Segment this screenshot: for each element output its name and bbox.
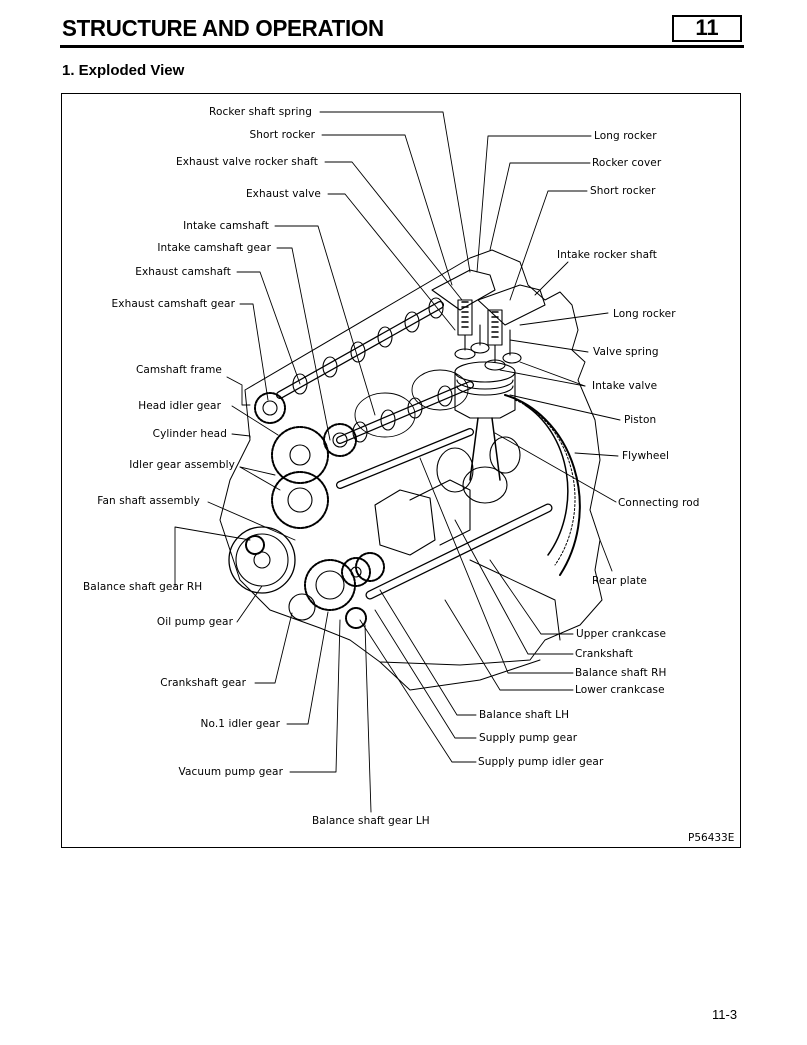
section-heading: 1. Exploded View — [62, 62, 185, 79]
label-exhaust-valve-rocker-shaft: Exhaust valve rocker shaft — [176, 156, 318, 168]
label-crankshaft: Crankshaft — [575, 648, 634, 660]
crankshaft-drawing — [374, 436, 521, 556]
balance-shafts-drawing — [336, 428, 553, 600]
gear-train-drawing — [228, 392, 385, 629]
label-rocker-cover: Rocker cover — [592, 157, 662, 169]
page-number: 11-3 — [712, 1007, 738, 1022]
label-short-rocker-left: Short rocker — [249, 129, 315, 141]
label-short-rocker-right: Short rocker — [590, 185, 656, 197]
label-supply-pump-idler-gear: Supply pump idler gear — [478, 756, 604, 768]
leader-lines — [174, 111, 621, 813]
label-cylinder-head: Cylinder head — [152, 428, 227, 440]
label-lower-crankcase: Lower crankcase — [575, 684, 665, 696]
label-supply-pump-gear: Supply pump gear — [479, 732, 578, 744]
label-no1-idler-gear: No.1 idler gear — [200, 718, 280, 730]
label-long-rocker: Long rocker — [613, 308, 676, 320]
label-long-rocker-top: Long rocker — [594, 130, 657, 142]
label-upper-crankcase: Upper crankcase — [576, 628, 667, 640]
label-camshaft-frame: Camshaft frame — [135, 364, 222, 376]
label-rocker-shaft-spring: Rocker shaft spring — [209, 106, 312, 118]
intake-camshaft-drawing — [336, 369, 474, 444]
label-connecting-rod: Connecting rod — [618, 497, 700, 509]
label-head-idler-gear: Head idler gear — [138, 400, 221, 412]
label-intake-camshaft-gear: Intake camshaft gear — [157, 242, 271, 254]
label-balance-shaft-gear-rh: Balance shaft gear RH — [83, 581, 203, 593]
label-valve-spring: Valve spring — [593, 346, 659, 358]
label-crankshaft-gear: Crankshaft gear — [160, 677, 246, 689]
label-balance-shaft-lh: Balance shaft LH — [479, 709, 570, 721]
label-exhaust-valve: Exhaust valve — [245, 188, 321, 200]
chapter-number-box: 11 — [672, 15, 742, 42]
label-flywheel: Flywheel — [622, 450, 670, 462]
label-intake-rocker-shaft: Intake rocker shaft — [557, 249, 657, 261]
piston-drawing — [454, 361, 516, 504]
label-idler-gear-assembly: Idler gear assembly — [129, 459, 235, 471]
label-exhaust-camshaft-gear: Exhaust camshaft gear — [111, 298, 235, 310]
label-piston: Piston — [624, 414, 657, 426]
label-fan-shaft-assembly: Fan shaft assembly — [97, 495, 200, 507]
label-balance-shaft-rh: Balance shaft RH — [575, 667, 667, 679]
label-exhaust-camshaft: Exhaust camshaft — [135, 266, 231, 278]
exhaust-camshaft-drawing — [276, 297, 444, 399]
header-rule — [60, 45, 744, 48]
label-rear-plate: Rear plate — [592, 575, 647, 587]
figure-frame — [61, 93, 741, 848]
label-oil-pump-gear: Oil pump gear — [156, 616, 233, 628]
figure-id: P56433E — [688, 832, 735, 844]
label-intake-valve: Intake valve — [592, 380, 658, 392]
label-balance-shaft-gear-lh: Balance shaft gear LH — [312, 815, 430, 827]
label-intake-camshaft: Intake camshaft — [183, 220, 269, 232]
label-vacuum-pump-gear: Vacuum pump gear — [178, 766, 283, 778]
page-title: STRUCTURE AND OPERATION — [62, 15, 384, 41]
flywheel-drawing — [504, 394, 581, 576]
